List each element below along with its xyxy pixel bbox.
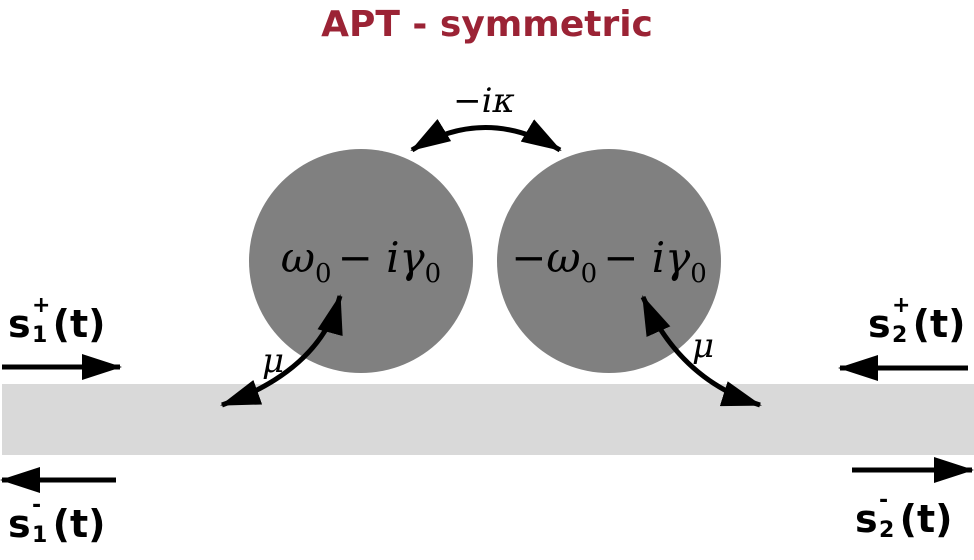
coupling-arrow-kappa: [410, 119, 562, 153]
mu-left-label: μ: [262, 341, 284, 381]
resonator-left-label: ω0− iγ0: [281, 233, 441, 289]
coupling-arrow-mu-right: [640, 295, 762, 408]
port-s1-minus-label: s-1(t): [8, 493, 106, 548]
mu-right-label: μ: [692, 326, 714, 366]
diagram-title: APT - symmetric: [321, 4, 653, 45]
port-s2-minus-label: s-2(t): [855, 488, 953, 543]
resonator-right-label: −ω0− iγ0: [511, 233, 707, 289]
waveguide: [2, 384, 974, 455]
port-s2-plus-label: s+2(t): [868, 293, 966, 348]
port-s1-plus-label: s+1(t): [8, 293, 106, 348]
coupling-arrow-mu-left: [220, 294, 343, 408]
kappa-label: −iκ: [453, 81, 515, 121]
